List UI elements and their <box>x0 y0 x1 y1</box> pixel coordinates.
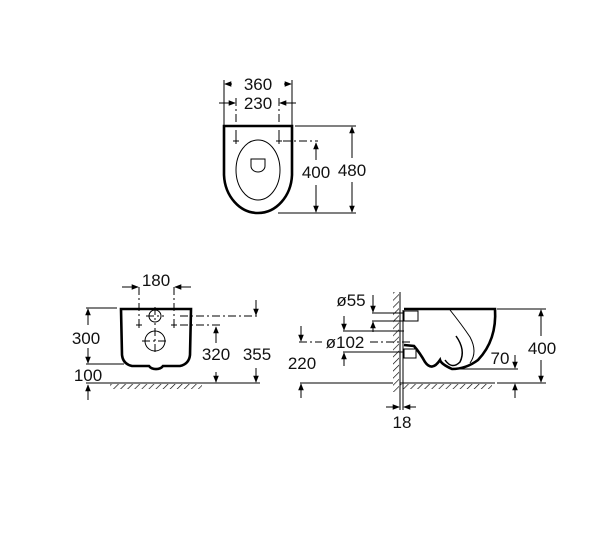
dim-front-upper-fixing: 355 <box>243 345 271 364</box>
dim-side-supply-diameter: ø55 <box>336 291 365 310</box>
dim-top-depth: 480 <box>338 161 366 180</box>
side-view: ø55 ø102 220 70 400 18 <box>288 291 556 432</box>
dim-side-waste-diameter: ø102 <box>326 333 365 352</box>
dim-front-bottom-clearance: 100 <box>74 366 102 385</box>
front-view-floor-hatch <box>110 384 202 389</box>
dim-front-lower-fixing: 320 <box>202 345 230 364</box>
top-view: 360 230 400 480 <box>219 75 366 215</box>
top-view-fixing-left <box>233 138 239 144</box>
dim-side-waste-height: 220 <box>288 354 316 373</box>
front-view-fixing-right <box>171 322 177 328</box>
top-view-seat <box>235 139 281 201</box>
side-view-floor-hatch <box>400 384 492 389</box>
dim-top-fixing-to-front: 400 <box>302 163 330 182</box>
dim-side-wall-thickness: 18 <box>393 413 412 432</box>
front-view-bowl-outline <box>119 307 193 371</box>
top-view-bowl-opening <box>250 158 266 173</box>
top-view-fixing-right <box>276 138 282 144</box>
dim-side-rim-height: 400 <box>528 339 556 358</box>
dim-side-spigot-height: 70 <box>491 349 510 368</box>
side-view-wall-hatch <box>393 292 399 392</box>
dim-front-fixing-spacing: 180 <box>142 271 170 290</box>
top-view-bowl-outline <box>222 124 294 215</box>
side-view-waste-connector <box>403 348 417 359</box>
side-view-supply-connector <box>403 310 419 322</box>
dim-top-fixing-spacing: 230 <box>244 94 272 113</box>
front-view: 180 300 100 320 355 <box>72 271 271 400</box>
dim-top-width: 360 <box>244 75 272 94</box>
dim-front-bowl-height: 300 <box>72 329 100 348</box>
side-view-bowl-outline <box>403 307 497 371</box>
front-view-fixing-left <box>136 322 142 328</box>
